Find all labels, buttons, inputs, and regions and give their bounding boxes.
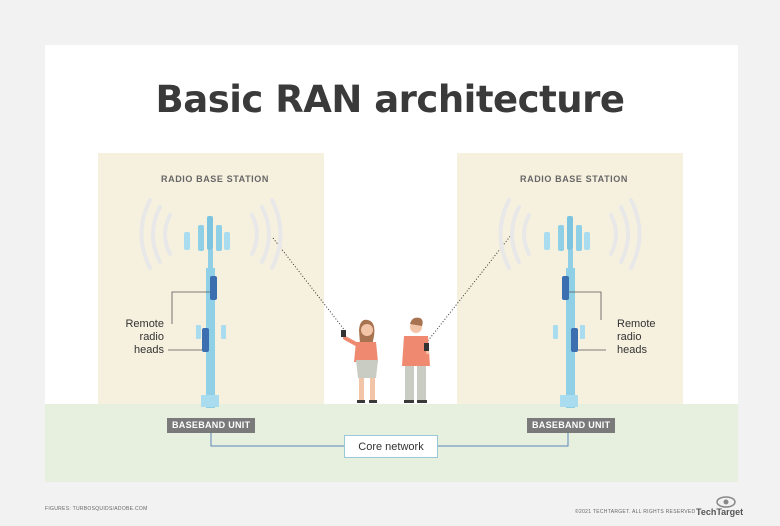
figure-credit: FIGURES: TURBOSQUIDS/ADOBE.COM — [45, 506, 148, 512]
radio-links — [272, 233, 513, 343]
right-signal-waves-icon — [498, 198, 642, 270]
right-rrh-lower — [571, 328, 578, 352]
left-rrh-label: Remote radio heads — [125, 318, 164, 356]
techtarget-logo-icon — [716, 496, 736, 508]
right-rrh-label: Remote radio heads — [617, 318, 656, 356]
brand-name: TechTarget — [696, 507, 744, 517]
left-station-label: RADIO BASE STATION — [161, 174, 269, 184]
left-baseband-unit-label: BASEBAND UNIT — [167, 418, 256, 433]
right-baseband-unit-label: BASEBAND UNIT — [527, 418, 616, 433]
diagram-title: Basic RAN architecture — [155, 78, 625, 121]
right-radio-link — [426, 233, 513, 343]
left-rrh-upper — [210, 276, 217, 300]
man-user-icon — [402, 317, 430, 403]
copyright-notice: ©2021 TECHTARGET. ALL RIGHTS RESERVED — [575, 509, 696, 515]
left-signal-waves-icon — [139, 198, 283, 270]
right-station-label: RADIO BASE STATION — [520, 174, 628, 184]
woman-user-icon — [341, 319, 378, 403]
right-rrh-upper — [562, 276, 569, 300]
left-rrh-lower — [202, 328, 209, 352]
left-tower — [139, 198, 283, 408]
left-radio-link — [272, 237, 347, 333]
right-tower — [498, 198, 642, 408]
core-network-box: Core network — [344, 435, 438, 458]
